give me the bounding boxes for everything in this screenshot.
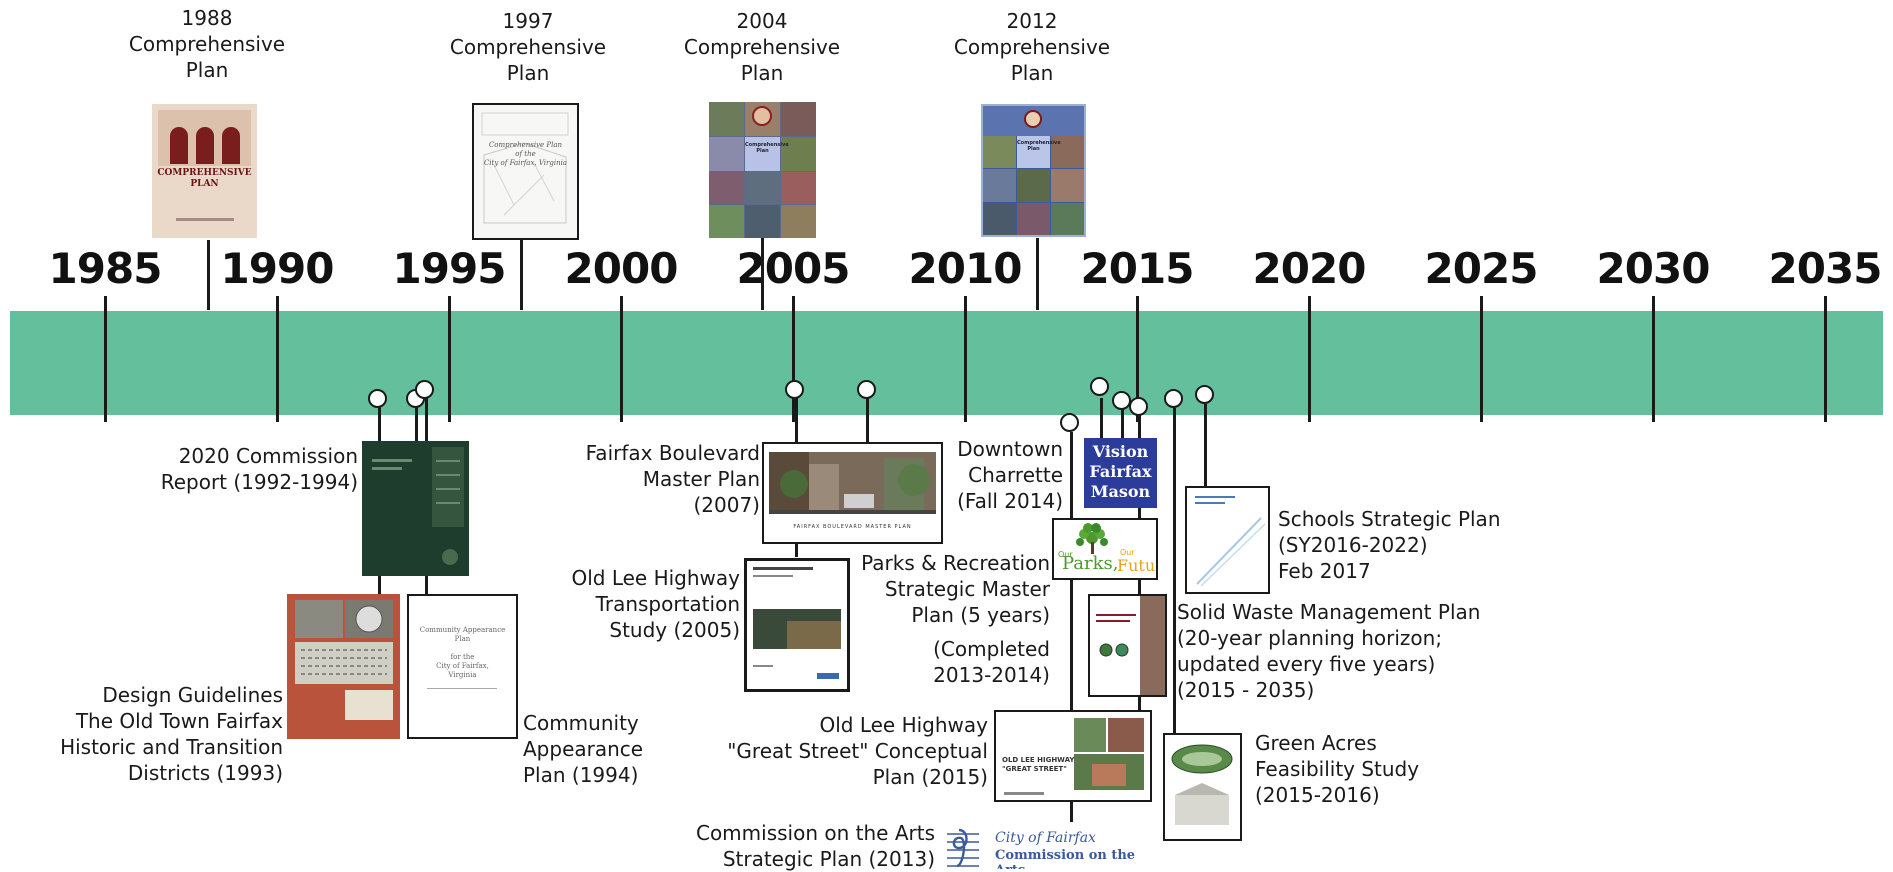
thumb-commission-arts: City of Fairfax Commission on the Arts [945, 826, 1155, 869]
label-commission-arts: Commission on the Arts Strategic Plan (2… [695, 821, 935, 871]
label-community-appearance: Community Appearance Plan (1994) [523, 711, 644, 787]
thumb-cp-2012: Comprehensive Plan [981, 104, 1086, 237]
thumb-community-appearance: Community Appearance Plan for the City o… [407, 594, 518, 739]
year-tick-2025 [1480, 296, 1483, 422]
year-tick-1995 [448, 296, 451, 422]
label-solid-waste: Solid Waste Management Plan (20-year pla… [1177, 600, 1481, 702]
connector-2012 [1036, 238, 1039, 310]
connector-2004 [761, 238, 764, 310]
year-tick-1990 [276, 296, 279, 422]
label-2020-commission: 2020 Commission Report (1992-1994) [160, 444, 358, 494]
pin-schools [1195, 385, 1214, 404]
thumb-cp-1988: COMPREHENSIVE PLAN [152, 104, 257, 238]
connector-design-guidelines [378, 574, 381, 594]
label-parks-rec-completed: (Completed 2013-2014) [933, 637, 1050, 687]
arts-line-2: Commission on the Arts [995, 848, 1136, 869]
label-parks-rec: Parks & Recreation Strategic Master Plan… [861, 551, 1050, 627]
year-label-2015: 2015 [1080, 244, 1195, 293]
connector-vision-b [1121, 408, 1124, 438]
year-label-2020: 2020 [1252, 244, 1367, 293]
label-cp-2004: 2004 Comprehensive Plan [683, 9, 841, 85]
pin-community-appearance [415, 380, 434, 399]
thumb-great-street: OLD LEE HIGHWAY "GREAT STREET" [994, 710, 1152, 802]
label-cp-1997: 1997 Comprehensive Plan [449, 9, 607, 85]
connector-green-acres [1173, 408, 1176, 733]
connector-boulevard [795, 398, 798, 442]
year-tick-2000 [620, 296, 623, 422]
thumb-cp-2012-title: Comprehensive Plan [1017, 140, 1061, 152]
label-great-street: Old Lee Highway "Great Street" Conceptua… [727, 713, 988, 789]
pin-parks-rec [1129, 397, 1148, 416]
parks-our-2: Our [1120, 548, 1135, 557]
year-tick-1985 [104, 296, 107, 422]
pin-great-street [1060, 413, 1079, 432]
great-street-title: OLD LEE HIGHWAY "GREAT STREET" [1002, 756, 1075, 773]
year-tick-2005 [792, 296, 795, 422]
thumb-2020-commission [362, 441, 469, 576]
label-cp-2012: 2012 Comprehensive Plan [953, 9, 1111, 85]
label-old-lee-transport: Old Lee Highway Transportation Study (20… [571, 566, 740, 642]
label-green-acres: Green Acres Feasibility Study (2015-2016… [1255, 731, 1420, 807]
thumb-vision-fairfax: Vision Fairfax Mason [1084, 438, 1157, 508]
thumb-fairfax-boulevard: FAIRFAX BOULEVARD MASTER PLAN [762, 442, 943, 544]
connector-boulevard-b [866, 398, 869, 442]
year-tick-2010 [964, 296, 967, 422]
connector-schools [1204, 404, 1207, 486]
parks-our-1: Our [1058, 550, 1073, 559]
year-tick-2015 [1136, 296, 1139, 422]
connector-vision [1100, 398, 1103, 438]
year-label-2035: 2035 [1768, 244, 1883, 293]
label-fairfax-boulevard: Fairfax Boulevard Master Plan (2007) [585, 441, 760, 517]
connector-great-street [1070, 432, 1073, 822]
year-label-2025: 2025 [1424, 244, 1539, 293]
thumb-schools [1185, 486, 1270, 594]
label-cp-1988: 1988 Comprehensive Plan [128, 6, 286, 82]
thumb-cp-1988-title: COMPREHENSIVE PLAN [157, 168, 252, 189]
connector-community-appearance [425, 574, 428, 594]
timeline-band [10, 311, 1883, 415]
thumb-community-rule [427, 688, 497, 689]
parks-word: Parks, [1062, 553, 1119, 574]
pin-green-acres [1164, 389, 1183, 408]
year-label-2000: 2000 [564, 244, 679, 293]
connector-2020-commission [378, 407, 381, 441]
label-schools: Schools Strategic Plan (SY2016-2022) Feb… [1278, 507, 1501, 583]
label-design-guidelines: Design Guidelines The Old Town Fairfax H… [60, 683, 283, 785]
year-label-2005: 2005 [736, 244, 851, 293]
thumb-cp-1997: Comprehensive Plan of the City of Fairfa… [472, 103, 579, 240]
connector-design-a [415, 407, 418, 441]
thumb-solid-waste [1088, 594, 1167, 697]
thumb-cp-2004: Comprehensive Plan [709, 102, 816, 238]
vision-logo-text: Vision Fairfax Mason [1089, 442, 1152, 501]
year-label-2030: 2030 [1596, 244, 1711, 293]
thumb-community-title: Community Appearance Plan for the City o… [419, 626, 506, 679]
pin-downtown-charrette [1090, 377, 1109, 396]
thumb-boulevard-caption: FAIRFAX BOULEVARD MASTER PLAN [793, 524, 912, 530]
thumb-green-acres [1163, 733, 1242, 841]
thumb-cp-2004-title: Comprehensive Plan [745, 142, 789, 154]
connector-1988 [207, 240, 210, 310]
thumb-design-guidelines [287, 594, 400, 739]
arts-line-1: City of Fairfax [995, 830, 1096, 846]
thumb-old-lee-transport [744, 558, 850, 692]
thumb-parks-rec: Our Parks, Our Future [1052, 518, 1158, 580]
year-tick-2030 [1652, 296, 1655, 422]
year-label-2010: 2010 [908, 244, 1023, 293]
year-label-1985: 1985 [48, 244, 163, 293]
pin-2020-commission [368, 389, 387, 408]
thumb-cp-1997-title: Comprehensive Plan of the City of Fairfa… [483, 141, 568, 167]
parks-future: Future [1117, 556, 1156, 575]
year-label-1990: 1990 [220, 244, 335, 293]
year-label-1995: 1995 [392, 244, 507, 293]
year-tick-2035 [1824, 296, 1827, 422]
pin-old-lee-transport [785, 380, 804, 399]
year-tick-2020 [1308, 296, 1311, 422]
connector-old-lee-transport [795, 542, 798, 557]
connector-design-b [425, 398, 428, 441]
label-downtown-charrette: Downtown Charrette (Fall 2014) [957, 437, 1063, 513]
connector-1997 [520, 236, 523, 310]
pin-fairfax-boulevard [857, 380, 876, 399]
